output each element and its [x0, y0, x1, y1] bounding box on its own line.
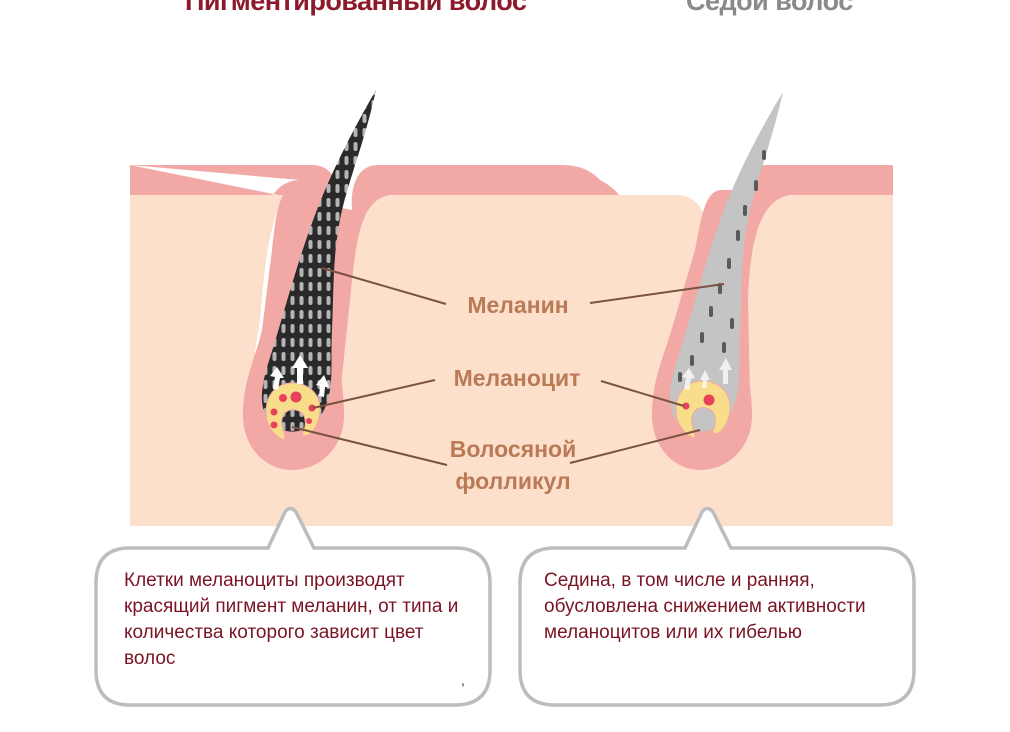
- pigment-dots-right: [682, 394, 715, 410]
- melanocyte-right: [675, 380, 731, 439]
- label-follicle-line1: Волосяной: [450, 436, 576, 462]
- label-follicle-line2: фолликул: [455, 468, 570, 494]
- pigment-dots-left: [270, 391, 316, 429]
- bubble-text-gray: Седина, в том числе и ранняя, обусловлен…: [544, 570, 866, 643]
- title-pigmented-hair: Пигментированный волос: [185, 0, 527, 16]
- title-gray-hair: Седой волос: [686, 0, 853, 16]
- bubble-text-pigmented: Клетки меланоциты производят красящий пи…: [124, 570, 459, 669]
- bubble-mark: ,: [461, 672, 465, 688]
- faded-arrows-right: [682, 358, 732, 390]
- speech-bubble-right: [518, 506, 916, 707]
- leader-lines: [291, 267, 725, 466]
- label-melanocyte: Меланоцит: [454, 365, 581, 391]
- hair-shaft-pigmented: [261, 90, 376, 432]
- hair-shaft-gray: [669, 92, 783, 432]
- label-melanin: Меланин: [467, 292, 568, 318]
- speech-bubble-left: [94, 506, 492, 707]
- melanin-transfer-arrows-left: [270, 355, 329, 397]
- gray-hair-pigment-remnants: [678, 150, 766, 382]
- skin-dermis: [130, 195, 893, 526]
